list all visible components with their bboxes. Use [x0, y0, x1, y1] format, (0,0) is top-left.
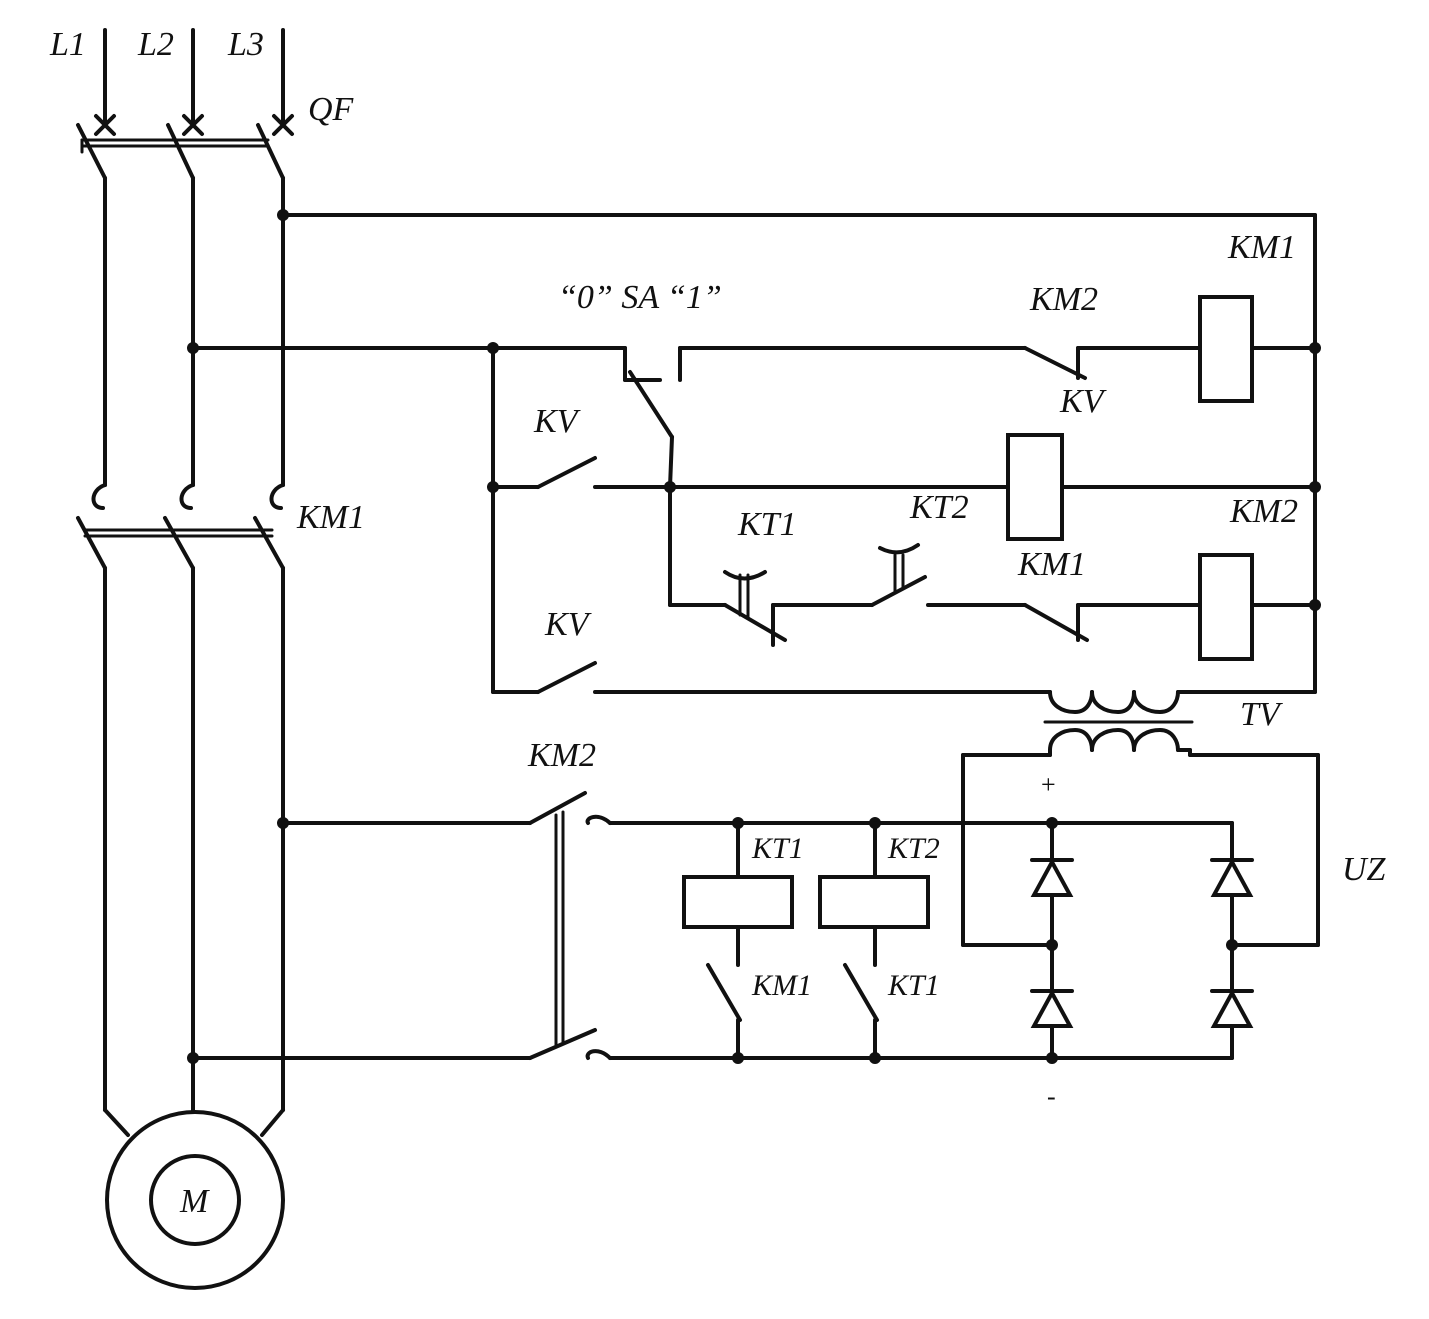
- kt1-time-contact: [723, 570, 787, 647]
- bridge-rectifier-uz: [608, 817, 1254, 1064]
- kt2-coil: [818, 875, 930, 929]
- km1-main-contacts: [76, 483, 285, 570]
- km1-coil: [1198, 295, 1254, 403]
- kt1-coil-branch: [682, 817, 794, 1064]
- diode-3: [1030, 988, 1074, 1028]
- label-km2-contact-top: KM2: [1029, 281, 1098, 318]
- kv-no-contact-upper: [536, 456, 597, 489]
- qf-breaker: [76, 114, 294, 180]
- kt2-time-contact: [870, 543, 927, 607]
- label-km1-main: KM1: [296, 499, 365, 536]
- motor: M: [105, 1110, 285, 1290]
- label-uz: UZ: [1342, 851, 1387, 888]
- rectifier-ac-wiring: [961, 748, 1320, 947]
- motor-label: M: [179, 1183, 210, 1220]
- label-kv-lower: KV: [544, 606, 593, 643]
- labels: L1 L2 L3 QF KM1 KM1 “0” SA “1” KM2 KV KV…: [49, 26, 1387, 1111]
- label-kv-upper: KV: [533, 403, 582, 440]
- label-l1: L1: [49, 26, 86, 63]
- label-l2: L2: [137, 26, 174, 63]
- label-qf: QF: [308, 91, 355, 128]
- label-kv-contact-top: KV: [1059, 383, 1108, 420]
- label-kt1-contact-low: KT1: [887, 969, 940, 1002]
- label-kt1-coil: KT1: [751, 832, 804, 865]
- transformer-tv: [1043, 690, 1194, 752]
- label-l3: L3: [227, 26, 264, 63]
- sa-switch: [623, 346, 682, 489]
- label-minus: -: [1047, 1082, 1056, 1111]
- diode-1: [1030, 857, 1074, 897]
- control-circuit: [187, 209, 1321, 694]
- kv-no-contact-lower: [536, 661, 597, 694]
- km2-power-contacts: [187, 791, 612, 1064]
- label-km1-contact-low: KM1: [751, 969, 812, 1002]
- label-sa: “0” SA “1”: [558, 279, 722, 316]
- label-kt2-contact: KT2: [909, 489, 969, 526]
- power-lines: [76, 28, 294, 1137]
- km2-nc-contact-top: [1023, 346, 1087, 380]
- km2-coil-lower: [1198, 553, 1254, 661]
- label-km2-coil: KM2: [1229, 493, 1298, 530]
- km2-coil: [1006, 433, 1064, 541]
- km1-nc-contact-mid: [1023, 603, 1089, 642]
- label-kt2-coil: KT2: [887, 832, 940, 865]
- label-kt1-contact: KT1: [737, 506, 797, 543]
- kt2-coil-branch: [818, 817, 930, 1064]
- label-km1-contact-mid: KM1: [1017, 546, 1086, 583]
- diode-4: [1210, 988, 1254, 1028]
- diode-2: [1210, 857, 1254, 897]
- label-plus: +: [1041, 770, 1056, 799]
- kt1-coil: [682, 875, 794, 929]
- label-tv: TV: [1240, 696, 1284, 733]
- label-km1-coil: KM1: [1227, 229, 1296, 266]
- label-km2-power: KM2: [527, 737, 596, 774]
